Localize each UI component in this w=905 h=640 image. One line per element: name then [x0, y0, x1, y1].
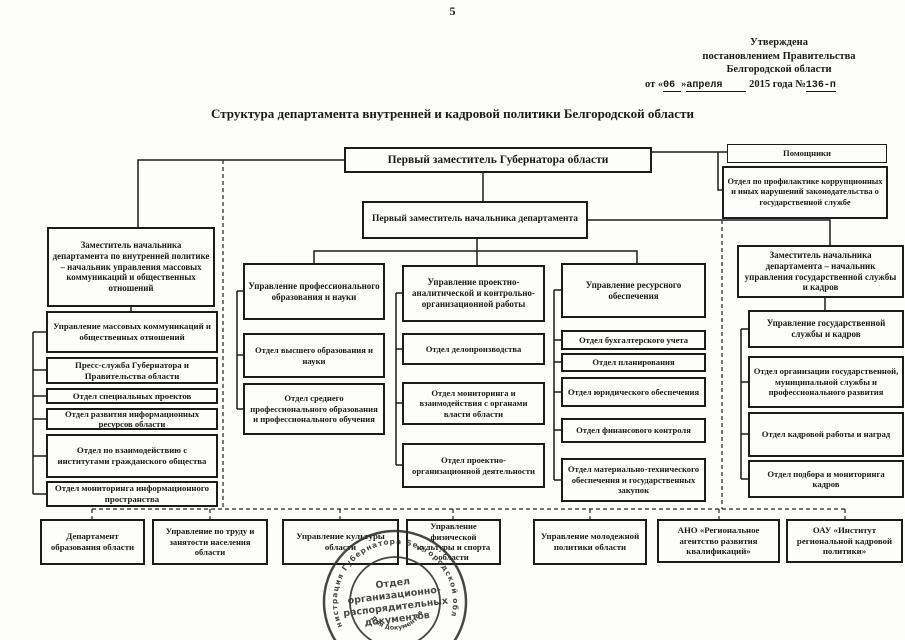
org-box-special-projects: Отдел специальных проектов — [46, 388, 218, 404]
stamp-inner-circle — [349, 556, 441, 640]
decree-number: 136-п — [805, 79, 836, 92]
org-box-legal: Отдел юридического обеспечения — [561, 377, 706, 407]
org-box-resources: Управление ресурсного обеспечения — [561, 263, 706, 318]
org-box-info-monitoring: Отдел мониторинга информационного простр… — [46, 481, 218, 507]
org-box-info-resources: Отдел развития информационных ресурсов о… — [46, 408, 218, 430]
page-number: 5 — [449, 4, 456, 18]
approval-block: Утверждена постановлением Правительства … — [645, 36, 905, 92]
org-box-anticorruption: Отдел по профилактике коррупционных и ин… — [722, 166, 888, 219]
org-box-first-deputy-head: Первый заместитель начальника департамен… — [362, 201, 588, 239]
org-box-sport: Управление физической культуры и спорта … — [406, 519, 501, 565]
org-box-youth: Управление молодежной политики области — [533, 519, 647, 565]
date-prefix: от « — [645, 78, 664, 90]
org-box-secondary-education: Отдел среднего профессионального образов… — [243, 383, 385, 435]
approval-line-3: Белгородской области — [726, 64, 832, 76]
round-stamp: Администрация Губернатора Белгородской о… — [311, 518, 468, 640]
org-box-civil-service: Управление государственной службы и кадр… — [748, 310, 904, 348]
org-box-project-org: Отдел проектно-организационной деятельно… — [402, 443, 545, 488]
org-box-higher-education: Отдел высшего образования и науки — [243, 333, 385, 378]
org-box-prof-education: Управление профессионального образования… — [243, 263, 385, 320]
org-box-hr-awards: Отдел кадровой работы и наград — [748, 412, 904, 457]
approval-date-line: от «06 »апреля 2015 года №136-п — [645, 78, 905, 92]
org-box-service-org: Отдел организации государственной, муниц… — [748, 356, 904, 408]
org-box-oau: ОАУ «Институт региональной кадровой поли… — [786, 519, 903, 563]
chart-title: Структура департамента внутренней и кадр… — [211, 106, 694, 121]
date-day: 06 — [663, 79, 682, 92]
solid-connector-lines — [32, 151, 831, 495]
org-box-accounting: Отдел бухгалтерского учета — [561, 330, 706, 350]
org-box-governor-deputy: Первый заместитель Губернатора области — [344, 147, 652, 173]
org-box-records: Отдел делопроизводства — [402, 333, 545, 365]
org-box-ano: АНО «Региональное агентство развития ква… — [657, 519, 780, 563]
date-month: апреля — [686, 79, 747, 92]
date-separator: » — [681, 78, 687, 90]
org-box-gov-monitoring: Отдел мониторинга и взаимодействия с орг… — [402, 382, 545, 425]
stamp-outer-circle — [322, 529, 468, 640]
org-box-project-analytics: Управление проектно-аналитической и конт… — [402, 265, 545, 322]
org-box-fin-control: Отдел финансового контроля — [561, 418, 706, 443]
org-box-hr-selection: Отдел подбора и мониторинга кадров — [748, 460, 904, 498]
org-box-civil-society: Отдел по взаимодействию с институтами гр… — [46, 434, 218, 478]
stamp-center-line-1: Отдел — [375, 576, 411, 591]
org-box-planning: Отдел планирования — [561, 353, 706, 372]
org-box-left-deputy: Заместитель начальника департамента по в… — [47, 227, 215, 307]
date-year: 2015 года № — [746, 78, 806, 90]
org-box-mass-comm: Управление массовых коммуникаций и общес… — [46, 311, 218, 353]
org-box-assistants: Помощники — [727, 144, 887, 163]
org-box-procurement: Отдел материально-технического обеспечен… — [561, 458, 706, 502]
org-box-labor: Управление по труду и занятости населени… — [152, 519, 268, 565]
org-box-edu-department: Департамент образования области — [40, 519, 145, 565]
org-box-press-service: Пресс-служба Губернатора и Правительства… — [46, 357, 218, 384]
approval-line-2: постановлением Правительства — [702, 50, 856, 62]
org-box-right-deputy: Заместитель начальника департамента – на… — [737, 245, 904, 298]
approval-line-1: Утверждена — [750, 37, 808, 48]
